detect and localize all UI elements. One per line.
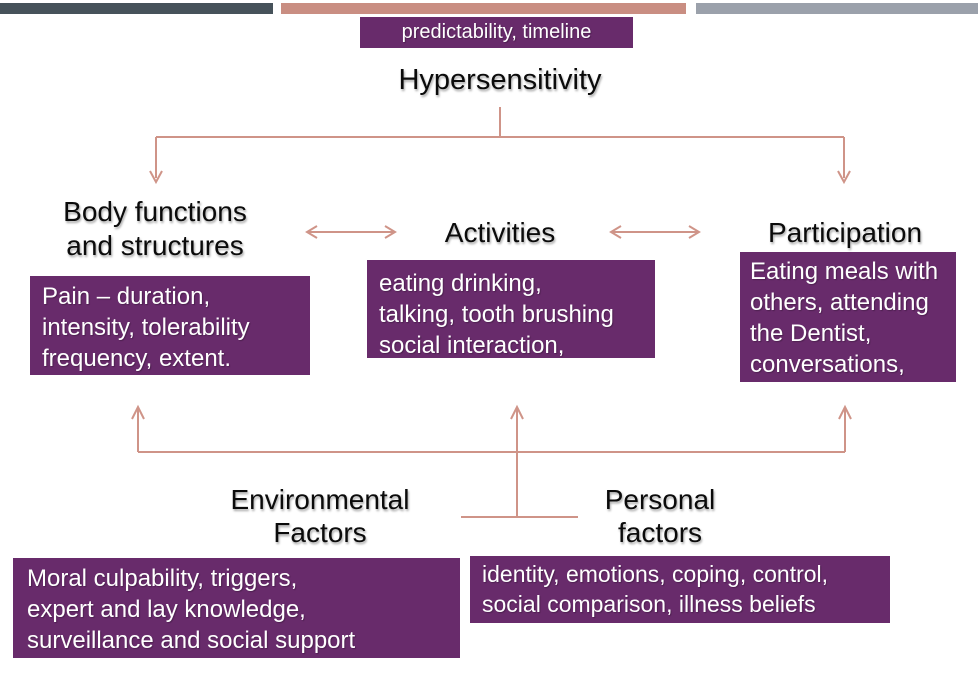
predictability-timeline-label: predictability, timeline bbox=[360, 17, 633, 48]
box-participation-details: Eating meals with others, attending the … bbox=[740, 252, 956, 382]
box-environmental-details: Moral culpability, triggers, expert and … bbox=[13, 558, 460, 658]
top-bar-segment-salmon bbox=[281, 3, 686, 14]
heading-activities: Activities bbox=[444, 217, 556, 248]
heading-participation: Participation bbox=[767, 217, 923, 248]
box-activities-details: eating drinking, talking, tooth brushing… bbox=[367, 260, 655, 359]
heading-environmental-factors: Environmental Factors bbox=[230, 484, 410, 548]
box-body-functions-details: Pain – duration, intensity, tolerability… bbox=[30, 276, 310, 375]
slide-title: Hypersensitivity bbox=[398, 64, 602, 96]
heading-body-functions: Body functions and structures bbox=[63, 196, 247, 261]
top-bar-segment-gray bbox=[696, 3, 978, 14]
box-personal-details: identity, emotions, coping, control, soc… bbox=[470, 556, 890, 623]
top-bar-segment-dark bbox=[0, 3, 273, 14]
heading-personal-factors: Personal factors bbox=[604, 484, 716, 548]
